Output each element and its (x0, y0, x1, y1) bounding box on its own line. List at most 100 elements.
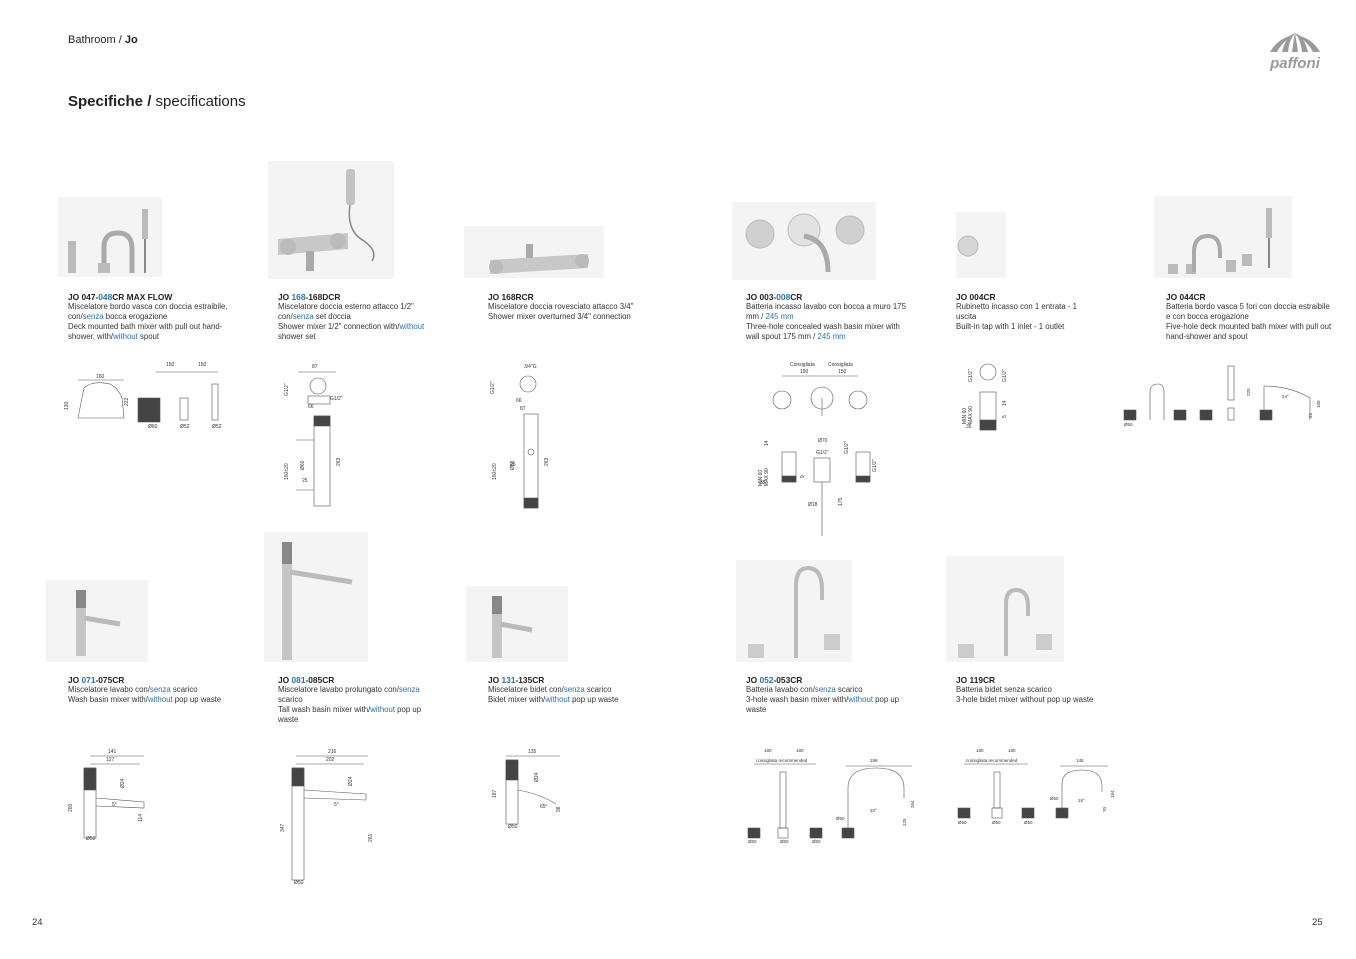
page-number-right: 25 (1312, 917, 1323, 928)
svg-text:24°: 24° (1282, 394, 1289, 399)
product-photo-jo081 (264, 532, 368, 662)
tech-drawing-jo131: 135 Ø24 187 65° 98 Ø50 (488, 746, 568, 832)
product-code: JO 004CR (956, 292, 996, 302)
product-code: JO 052-053CR (746, 675, 803, 685)
product-jo081: JO 081-085CR Miscelatore lavabo prolunga… (278, 675, 438, 725)
svg-text:consigliata recommended: consigliata recommended (756, 758, 808, 763)
tech-drawing-jo071: 141 127 Ø24 200 5° 114 Ø50 (64, 746, 154, 844)
product-code: JO 071-075CR (68, 675, 125, 685)
tech-drawing-jo168r: 3/4"G G1/2" 66 87 150±20 Ø60 25 263 (488, 360, 558, 510)
svg-text:184: 184 (1110, 790, 1115, 798)
tech-drawing-jo003: Consigliata Consigliata 150 150 Ø70 G1/2… (752, 358, 892, 542)
svg-text:Ø50: Ø50 (1050, 796, 1059, 801)
product-desc-it: Miscelatore doccia esterno attacco 1/2" … (278, 302, 414, 321)
product-photo-jo119 (946, 556, 1064, 662)
svg-text:Ø24: Ø24 (348, 776, 354, 786)
product-code: JO 168-168DCR (278, 292, 341, 302)
svg-text:175: 175 (838, 497, 844, 506)
product-photo-jo052 (736, 560, 852, 662)
title-light: specifications (155, 93, 246, 110)
svg-text:98: 98 (556, 806, 562, 812)
svg-text:Ø50: Ø50 (958, 820, 967, 825)
product-desc-en: Tall wash basin mixer with/without pop u… (278, 705, 422, 724)
product-code: JO 168RCR (488, 292, 534, 302)
svg-text:261: 261 (368, 833, 374, 842)
svg-text:Ø52: Ø52 (180, 424, 190, 430)
title-bold: Specifiche / (68, 93, 152, 110)
tech-drawing-jo081: 216 202 Ø24 347 5° 261 Ø50 (278, 746, 378, 886)
svg-text:Ø50: Ø50 (1024, 820, 1033, 825)
svg-text:87: 87 (520, 406, 526, 412)
product-desc-en: 3-hole bidet mixer without pop up waste (956, 695, 1094, 704)
product-photo-jo168 (268, 161, 394, 279)
svg-text:150: 150 (166, 362, 175, 368)
product-desc-en: Built-in tap with 1 inlet - 1 outlet (956, 322, 1065, 331)
svg-text:Ø70: Ø70 (818, 438, 828, 444)
svg-text:263: 263 (544, 457, 550, 466)
product-desc-it: Miscelatore lavabo con/senza scarico (68, 685, 198, 694)
svg-text:Ø60: Ø60 (300, 460, 306, 470)
svg-text:180: 180 (796, 748, 804, 753)
svg-text:Ø50: Ø50 (508, 824, 518, 830)
svg-text:G1/2": G1/2" (816, 450, 829, 456)
product-code: JO 044CR (1166, 292, 1206, 302)
svg-text:G1/2": G1/2" (284, 383, 290, 396)
svg-text:Ø60: Ø60 (148, 424, 158, 430)
svg-text:263: 263 (336, 457, 342, 466)
product-desc-en: Bidet mixer with/without pop up waste (488, 695, 619, 704)
svg-text:87: 87 (312, 364, 318, 370)
svg-text:200: 200 (68, 803, 74, 812)
product-desc-en: Shower mixer overturned 3/4" connection (488, 312, 631, 321)
product-jo052: JO 052-053CR Batteria lavabo con/senza s… (746, 675, 906, 715)
product-desc-en: Shower mixer 1/2" connection with/withou… (278, 322, 425, 341)
svg-text:160: 160 (96, 374, 105, 380)
svg-text:18°: 18° (1078, 798, 1085, 803)
product-desc-it: Batteria bordo vasca 5 fori con doccia e… (1166, 302, 1330, 321)
svg-text:Ø24: Ø24 (534, 772, 540, 782)
svg-text:222: 222 (124, 397, 130, 406)
product-desc-it: Miscelatore lavabo prolungato con/senza … (278, 685, 420, 704)
product-desc-en: Five-hole deck mounted bath mixer with p… (1166, 322, 1332, 341)
svg-text:Ø50: Ø50 (294, 880, 304, 886)
svg-text:264: 264 (910, 800, 915, 808)
svg-text:35: 35 (966, 424, 972, 430)
product-code: JO 131-135CR (488, 675, 545, 685)
svg-text:127: 127 (106, 757, 115, 763)
svg-text:Ø50: Ø50 (992, 820, 1001, 825)
svg-text:Ø50: Ø50 (812, 839, 821, 844)
svg-text:150±20: 150±20 (284, 463, 290, 480)
svg-text:G1/2": G1/2" (1002, 369, 1008, 382)
svg-text:14: 14 (1002, 400, 1008, 406)
product-desc-en: Wash basin mixer with/without pop up was… (68, 695, 222, 704)
breadcrumb: Bathroom / Jo (68, 34, 138, 46)
svg-text:Ø18: Ø18 (808, 502, 818, 508)
svg-text:Ø50: Ø50 (748, 839, 757, 844)
svg-text:216: 216 (328, 749, 337, 755)
svg-text:25: 25 (510, 462, 516, 468)
svg-text:125: 125 (902, 818, 907, 826)
svg-text:70: 70 (1102, 806, 1107, 812)
product-photo-jo044 (1154, 196, 1292, 278)
product-photo-jo131 (466, 586, 568, 662)
breadcrumb-section: Bathroom / (68, 34, 122, 46)
svg-text:Consigliata: Consigliata (790, 362, 815, 368)
product-jo004: JO 004CR Rubinetto incasso con 1 entrata… (956, 292, 1096, 332)
svg-text:347: 347 (280, 823, 286, 832)
svg-text:187: 187 (492, 789, 498, 798)
svg-text:25: 25 (302, 478, 308, 484)
product-jo168r: JO 168RCR Miscelatore doccia rovesciato … (488, 292, 678, 322)
brand-name: paffoni (1269, 55, 1321, 72)
svg-text:MAX 90: MAX 90 (968, 406, 974, 424)
svg-text:66: 66 (308, 404, 314, 410)
product-code: JO 081-085CR (278, 675, 335, 685)
svg-text:10°: 10° (870, 808, 877, 813)
product-jo119: JO 119CR Batteria bidet senza scarico 3-… (956, 675, 1136, 705)
svg-text:Ø50: Ø50 (1124, 422, 1133, 427)
svg-text:35: 35 (760, 480, 766, 486)
product-desc-it: Batteria lavabo con/senza scarico (746, 685, 863, 694)
product-photo-jo047 (58, 197, 162, 277)
tech-drawing-jo119: 180 180 consigliata recommended Ø50 Ø50 … (956, 746, 1120, 828)
product-jo044: JO 044CR Batteria bordo vasca 5 fori con… (1166, 292, 1336, 342)
svg-text:5: 5 (1002, 415, 1008, 418)
product-photo-jo168r (464, 226, 604, 278)
